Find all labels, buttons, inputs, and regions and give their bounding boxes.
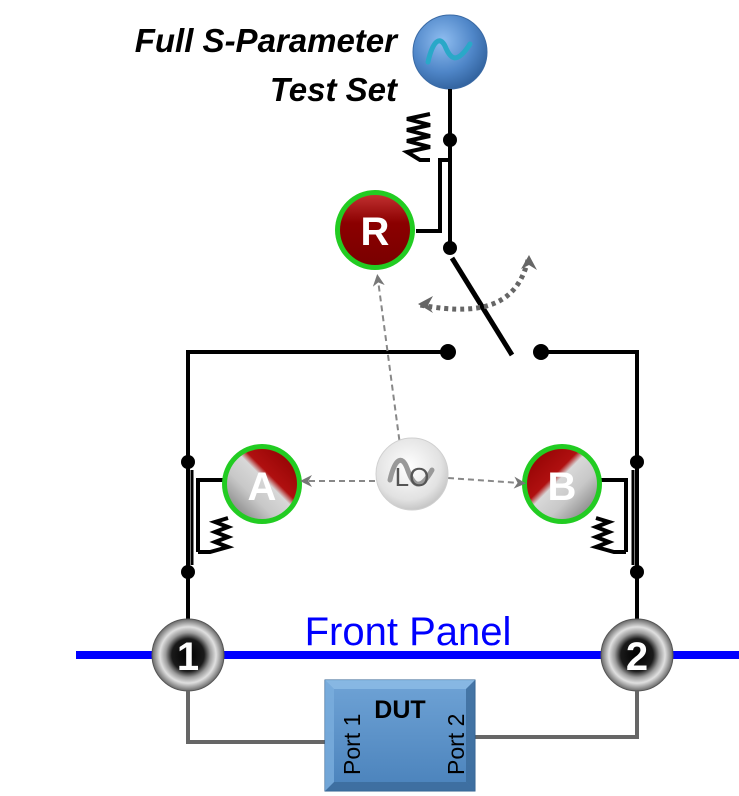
- port2-path-wire: [541, 350, 639, 630]
- switch-contact-port1: [440, 344, 456, 360]
- dut-port1-label: Port 1: [339, 714, 365, 775]
- switch-motion-arrow-icon: [419, 259, 531, 312]
- lo-label: LO: [395, 462, 430, 492]
- arrowhead-icon: [418, 296, 433, 313]
- junction-node: [630, 455, 644, 469]
- port-2-label: 2: [626, 635, 648, 679]
- junction-node: [181, 455, 195, 469]
- dut-title: DUT: [374, 696, 425, 724]
- coupler-b-wire: [600, 478, 628, 552]
- transfer-switch[interactable]: [449, 256, 515, 357]
- sine-wave-icon: [425, 38, 473, 65]
- source-node[interactable]: [412, 14, 488, 90]
- receiver-a-label: A: [248, 465, 277, 509]
- port-1-label: 1: [177, 635, 199, 679]
- switch-pivot-node: [443, 241, 457, 255]
- junction-node: [630, 565, 644, 579]
- junction-node: [443, 133, 457, 147]
- coupler-a-wire: [196, 478, 224, 552]
- cable-port1-dut: [186, 691, 325, 744]
- resistor-icon: [198, 516, 235, 554]
- dut-port2-label: Port 2: [443, 714, 469, 775]
- port1-path-wire: [186, 350, 445, 630]
- port-1[interactable]: 1: [151, 618, 225, 692]
- title-line-2: Test Set: [270, 71, 399, 108]
- switch-contact-port2: [533, 344, 549, 360]
- dut-box[interactable]: DUT Port 1 Port 2: [324, 679, 476, 792]
- front-panel-label: Front Panel: [305, 610, 512, 654]
- receiver-b[interactable]: B: [522, 444, 602, 524]
- arrowhead-icon: [521, 255, 537, 270]
- source-wire: [416, 89, 452, 248]
- resistor-icon: [589, 516, 626, 554]
- lo-to-r-arrow: [372, 274, 403, 461]
- receiver-b-label: B: [548, 465, 577, 509]
- reference-receiver-r[interactable]: R: [335, 190, 415, 270]
- lo-to-b-arrow: [447, 476, 526, 489]
- local-oscillator[interactable]: LO: [375, 437, 449, 511]
- title-line-1: Full S-Parameter: [135, 22, 399, 59]
- receiver-r-label: R: [361, 210, 390, 254]
- junction-node: [181, 565, 195, 579]
- cable-port2-dut: [475, 691, 639, 739]
- sine-wave-icon: [387, 457, 435, 487]
- port-2[interactable]: 2: [600, 618, 674, 692]
- resistor-icon: [401, 112, 431, 162]
- receiver-a[interactable]: A: [222, 444, 302, 524]
